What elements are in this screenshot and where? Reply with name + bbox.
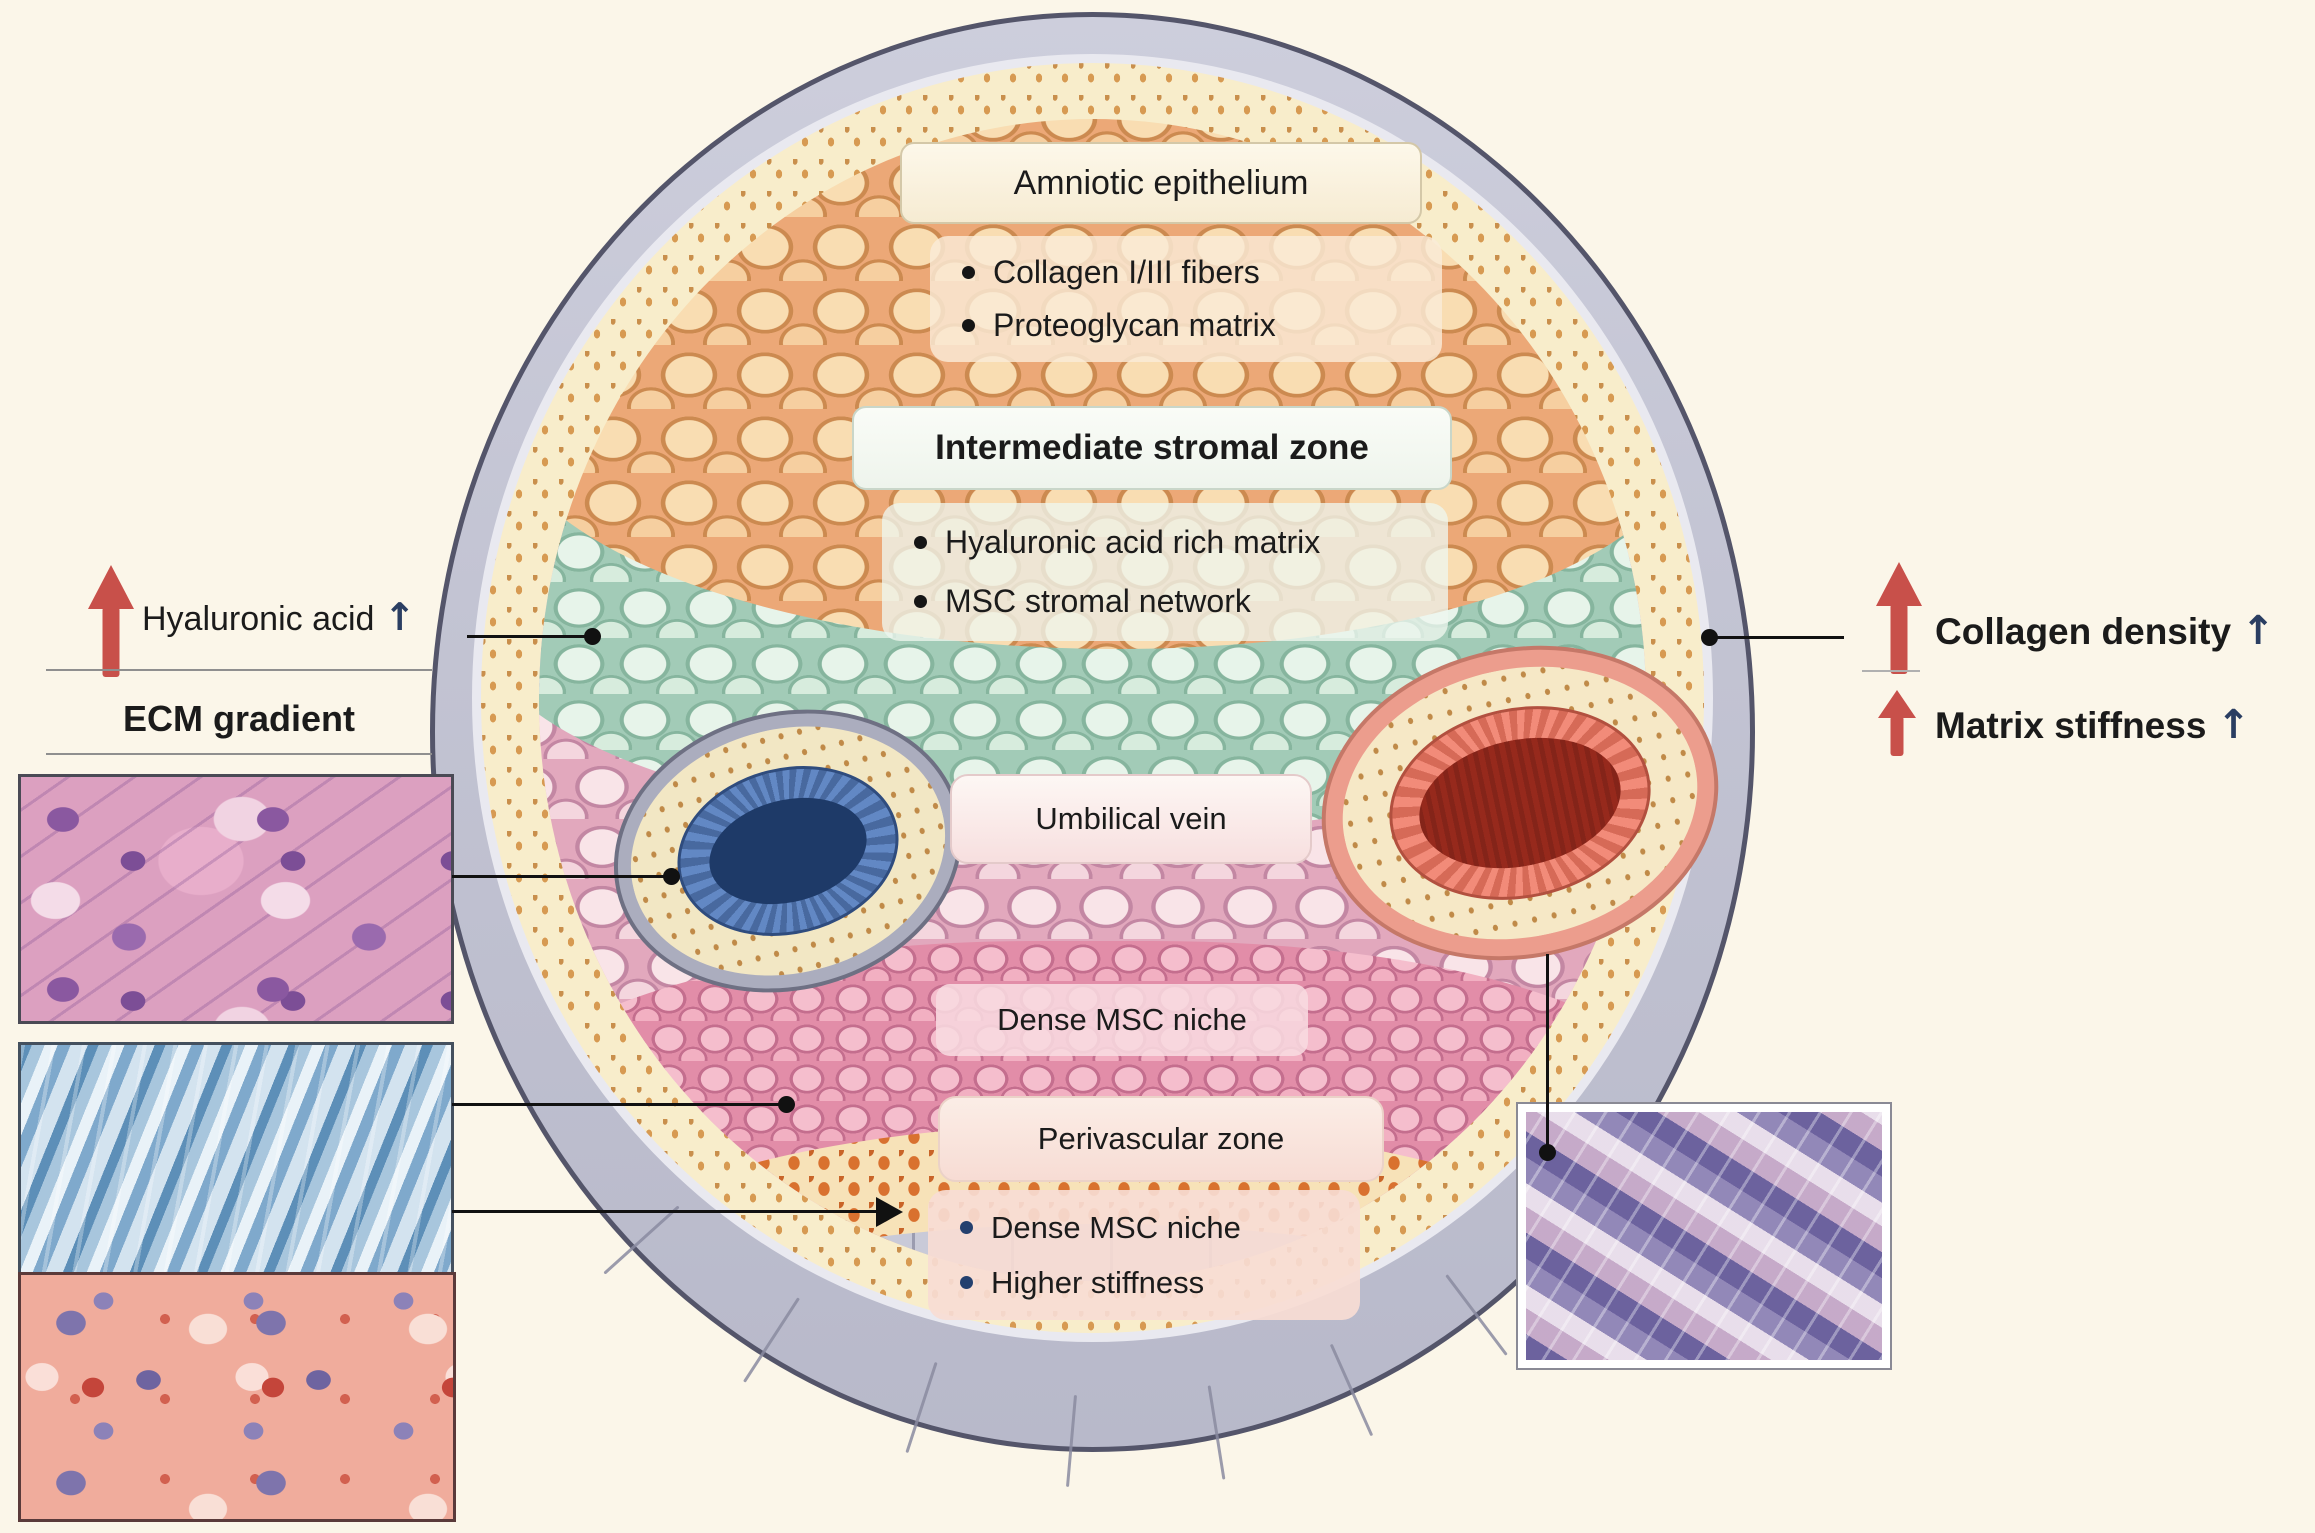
perivascular-zone-label: Perivascular zone <box>938 1096 1384 1182</box>
connector-endpoint-dot <box>584 628 601 645</box>
histology-inset-msc-mosaic <box>1516 1102 1892 1370</box>
collagen-density-text: Collagen density <box>1935 611 2232 652</box>
bullet-text: Hyaluronic acid rich matrix <box>945 524 1321 560</box>
perivascular-zone-text: Perivascular zone <box>1037 1121 1285 1156</box>
arrow-stem <box>1890 716 1904 756</box>
bullet-row: Proteoglycan matrix <box>938 307 1434 344</box>
bullet-icon <box>960 1276 973 1289</box>
bullet-text: Dense MSC niche <box>991 1209 1241 1245</box>
matrix-stiffness-text: Matrix stiffness <box>1935 705 2207 746</box>
arrow-head <box>1876 562 1922 606</box>
bullet-text: Proteoglycan matrix <box>993 307 1276 343</box>
connector-endpoint-dot <box>1539 1144 1556 1161</box>
bullet-text: MSC stromal network <box>945 583 1251 619</box>
arrow-head <box>1878 690 1916 718</box>
perivascular-bullets-panel: Dense MSC niche Higher stiffness <box>928 1190 1360 1320</box>
bullet-row: Higher stiffness <box>936 1265 1352 1301</box>
amniotic-epithelium-text: Amniotic epithelium <box>1013 163 1309 202</box>
histology-mosaic-image <box>1526 1112 1882 1360</box>
connector-collagen <box>1712 636 1844 639</box>
bullet-text: Collagen I/III fibers <box>993 254 1260 290</box>
bullet-icon <box>914 595 927 608</box>
connector-endpoint-dot <box>778 1096 795 1113</box>
red-up-arrow-icon <box>88 565 134 677</box>
red-up-arrow-icon <box>1876 562 1922 674</box>
bullet-row: Hyaluronic acid rich matrix <box>890 524 1440 561</box>
bullet-icon <box>960 1221 973 1234</box>
divider-line <box>1862 670 1920 672</box>
arrow-stem <box>102 607 120 677</box>
connector-endpoint-dot <box>1701 629 1718 646</box>
up-arrow-icon: ↑ <box>383 595 416 639</box>
ecm-gradient-label: ECM gradient <box>46 698 432 740</box>
umbilical-vein-text: Umbilical vein <box>1035 801 1227 836</box>
intermediate-bullets-panel: Hyaluronic acid rich matrix MSC stromal … <box>882 503 1448 641</box>
ecm-gradient-text: ECM gradient <box>122 698 355 739</box>
bullet-row: Collagen I/III fibers <box>938 254 1434 291</box>
up-arrow-icon: ↑ <box>2216 702 2251 748</box>
bullet-text: Higher stiffness <box>991 1264 1205 1300</box>
connector-inset4 <box>1546 954 1549 1154</box>
bullet-icon <box>962 266 975 279</box>
divider-line <box>46 669 432 671</box>
histology-inset-perivascular <box>18 1272 456 1522</box>
bullet-row: Dense MSC niche <box>936 1210 1352 1246</box>
connector-inset2-to-niche <box>452 1210 880 1213</box>
connector-hyaluronic <box>467 635 597 638</box>
connector-endpoint-dot <box>663 868 680 885</box>
amniotic-bullets-panel: Collagen I/III fibers Proteoglycan matri… <box>930 236 1442 362</box>
hyaluronic-acid-label: Hyaluronic acid ↑ <box>142 595 416 639</box>
connector-inset2-to-shell <box>452 1103 792 1106</box>
umbilical-vein-label: Umbilical vein <box>950 774 1312 864</box>
intermediate-stromal-zone-label: Intermediate stromal zone <box>852 406 1452 490</box>
amniotic-epithelium-label: Amniotic epithelium <box>900 142 1422 224</box>
histology-inset-collagen-fibers <box>18 1042 454 1290</box>
arrow-head <box>88 565 134 609</box>
dense-msc-niche-label: Dense MSC niche <box>936 984 1308 1056</box>
arrow-stem <box>1890 604 1908 674</box>
collagen-density-label: Collagen density ↑ <box>1935 608 2275 654</box>
red-up-arrow-icon <box>1878 690 1916 756</box>
divider-line <box>46 753 432 755</box>
bullet-row: MSC stromal network <box>890 583 1440 620</box>
hyaluronic-acid-text: Hyaluronic acid <box>142 600 375 638</box>
intermediate-zone-text: Intermediate stromal zone <box>935 428 1369 467</box>
connector-arrowhead-icon <box>876 1197 903 1227</box>
connector-inset1-to-vein <box>452 875 678 878</box>
histology-inset-whartons-jelly <box>18 774 454 1024</box>
bullet-icon <box>914 536 927 549</box>
up-arrow-icon: ↑ <box>2241 608 2275 654</box>
bullet-icon <box>962 319 975 332</box>
dense-msc-niche-text: Dense MSC niche <box>997 1002 1247 1037</box>
matrix-stiffness-label: Matrix stiffness ↑ <box>1935 702 2250 748</box>
